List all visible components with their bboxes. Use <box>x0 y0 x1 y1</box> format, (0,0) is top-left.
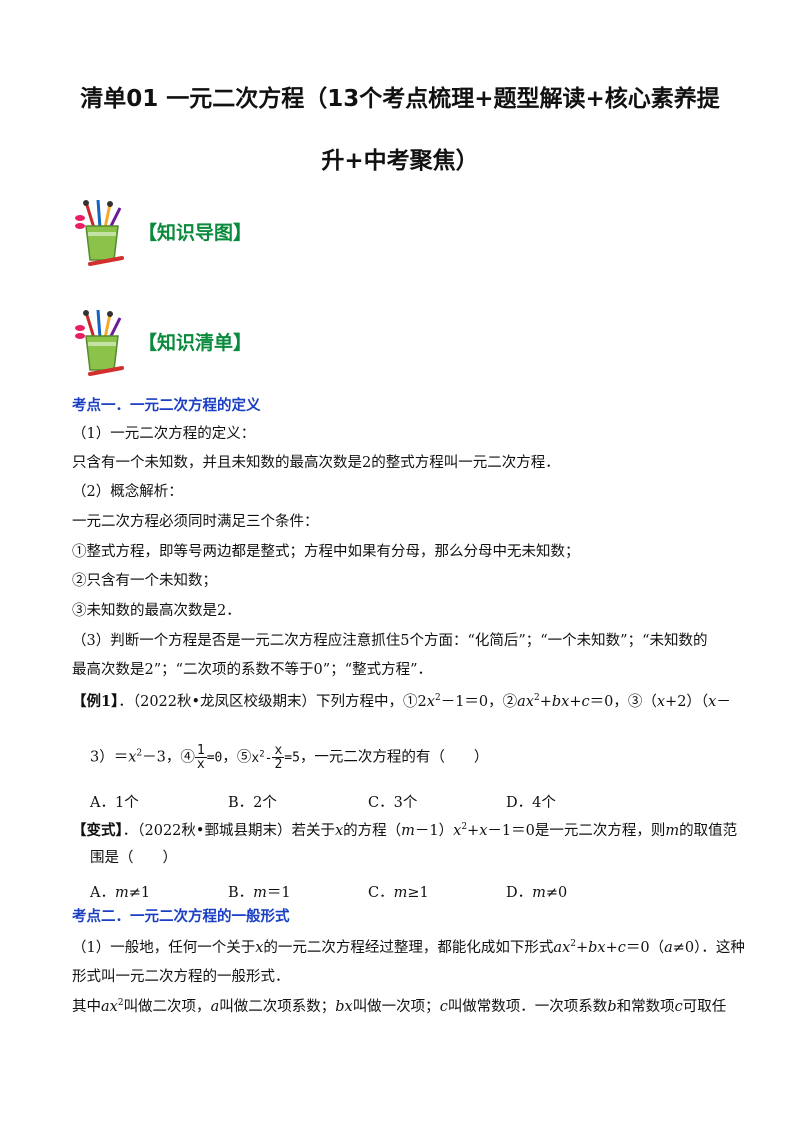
variant-line-1: 【变式】．（2022秋•鄄城县期末）若关于x的方程（m－1）x2+x－1＝0是一… <box>72 822 738 839</box>
page-title-line-1: 清单01 一元二次方程（13个考点梳理+题型解读+核心素养提 <box>80 86 720 112</box>
paragraph: 最高次数是2”；“二次项的系数不等于0”；“整式方程”． <box>72 662 433 678</box>
variant-option-b[interactable]: B．m＝1 <box>228 885 291 901</box>
pencil-cup-icon <box>75 309 124 376</box>
paragraph: （2）概念解析： <box>72 484 183 500</box>
paragraph: ③未知数的最高次数是2． <box>72 603 241 619</box>
paragraph: 一元二次方程必须同时满足三个条件： <box>72 514 319 530</box>
kaodian-1-heading: 考点一．一元二次方程的定义 <box>72 398 261 414</box>
paragraph: 形式叫一元二次方程的一般形式． <box>72 969 290 985</box>
paragraph: 其中ax2叫做二次项，a叫做二次项系数；bx叫做一次项；c叫做常数项．一次项系数… <box>72 998 727 1015</box>
section-label-map: 【知识导图】 <box>138 222 253 244</box>
variant-tag: 【变式】 <box>72 822 123 839</box>
paragraph: ①整式方程，即等号两边都是整式；方程中如果有分母，那么分母中无未知数； <box>72 544 580 560</box>
option-b[interactable]: B．2个 <box>228 795 277 811</box>
paragraph: （1）一元二次方程的定义： <box>72 426 256 442</box>
example-1-line-1: 【例1】．（2022秋•龙凤区校级期末）下列方程中，①2x2－1＝0，②ax2+… <box>72 693 731 710</box>
section-knowledge-list: 【知识清单】 <box>72 308 372 378</box>
kaodian-2-heading: 考点二．一元二次方程的一般形式 <box>72 909 290 925</box>
option-a[interactable]: A．1个 <box>90 795 139 811</box>
page-title-line-2: 升+中考聚焦） <box>321 148 479 174</box>
variant-option-d[interactable]: D．m≠0 <box>506 885 568 901</box>
variant-option-c[interactable]: C．m≥1 <box>368 885 429 901</box>
example-tag: 【例1】 <box>72 693 119 710</box>
variant-line-2: 围是（ ） <box>90 850 177 866</box>
paragraph: 只含有一个未知数，并且未知数的最高次数是2的整式方程叫一元二次方程． <box>72 455 560 471</box>
paragraph: （3）判断一个方程是否是一元二次方程应注意抓住5个方面：“化简后”；“一个未知数… <box>72 633 708 649</box>
option-c[interactable]: C．3个 <box>368 795 418 811</box>
section-label-list: 【知识清单】 <box>138 332 253 354</box>
pencil-cup-icon <box>75 199 124 266</box>
paragraph: ②只含有一个未知数； <box>72 573 217 589</box>
section-knowledge-map: 【知识导图】 <box>72 198 372 268</box>
paragraph: （1）一般地，任何一个关于x的一元二次方程经过整理，都能化成如下形式ax2+bx… <box>72 939 745 956</box>
option-d[interactable]: D．4个 <box>506 795 556 811</box>
variant-option-a[interactable]: A．m≠1 <box>90 885 151 901</box>
